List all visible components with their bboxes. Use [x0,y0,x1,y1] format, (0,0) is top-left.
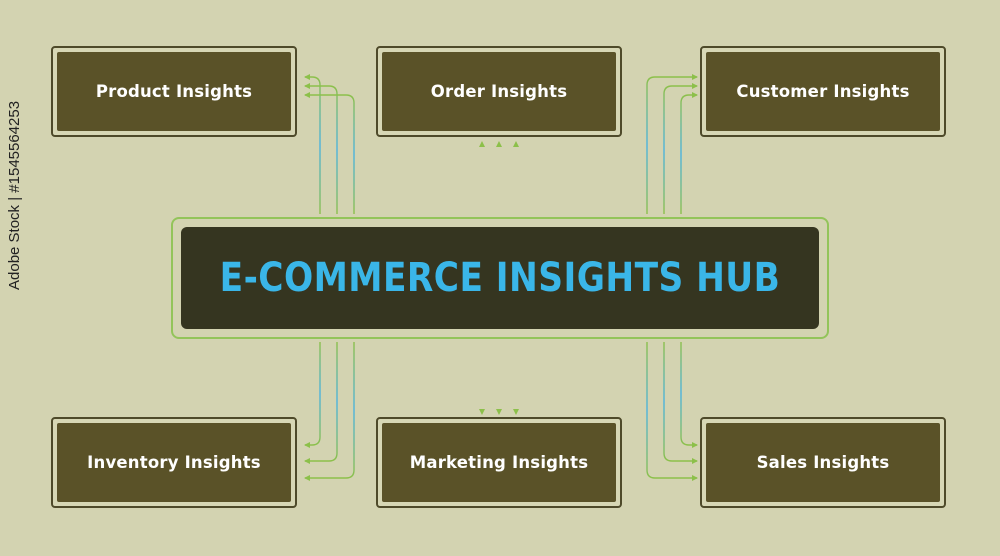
customer-insights-label: Customer Insights [736,82,910,101]
marketing-insights-node: Marketing Insights [376,417,622,508]
order-insights-label: Order Insights [430,82,568,101]
connector-product-1 [304,83,338,214]
sales-insights-label: Sales Insights [756,453,890,472]
marketing-insights-label: Marketing Insights [409,453,589,472]
connector-customer-0 [646,74,698,214]
customer-insights-node: Customer Insights [700,46,946,137]
hub-box: E-COMMERCE INSIGHTS HUB [181,227,819,329]
connector-inventory-2 [304,342,355,481]
product-insights-label: Product Insights [95,82,253,101]
connector-sales-1 [663,342,698,464]
hub-frame [171,217,829,339]
connector-product-0 [304,74,321,214]
inventory-insights-label: Inventory Insights [87,453,261,472]
order-insights-node: Order Insights [376,46,622,137]
sales-insights-node: Sales Insights [700,417,946,508]
inventory-insights-node: Inventory Insights [51,417,297,508]
connector-product-2 [304,92,355,214]
connector-customer-2 [680,92,698,214]
connector-inventory-0 [304,342,321,448]
product-insights-node: Product Insights [51,46,297,137]
connector-customer-1 [663,83,698,214]
hub-title: E-COMMERCE INSIGHTS HUB [219,255,781,301]
connector-inventory-1 [304,342,338,464]
connector-sales-0 [646,342,698,481]
stock-watermark: Adobe Stock | #1545564253 [6,100,23,290]
connector-sales-2 [680,342,698,448]
